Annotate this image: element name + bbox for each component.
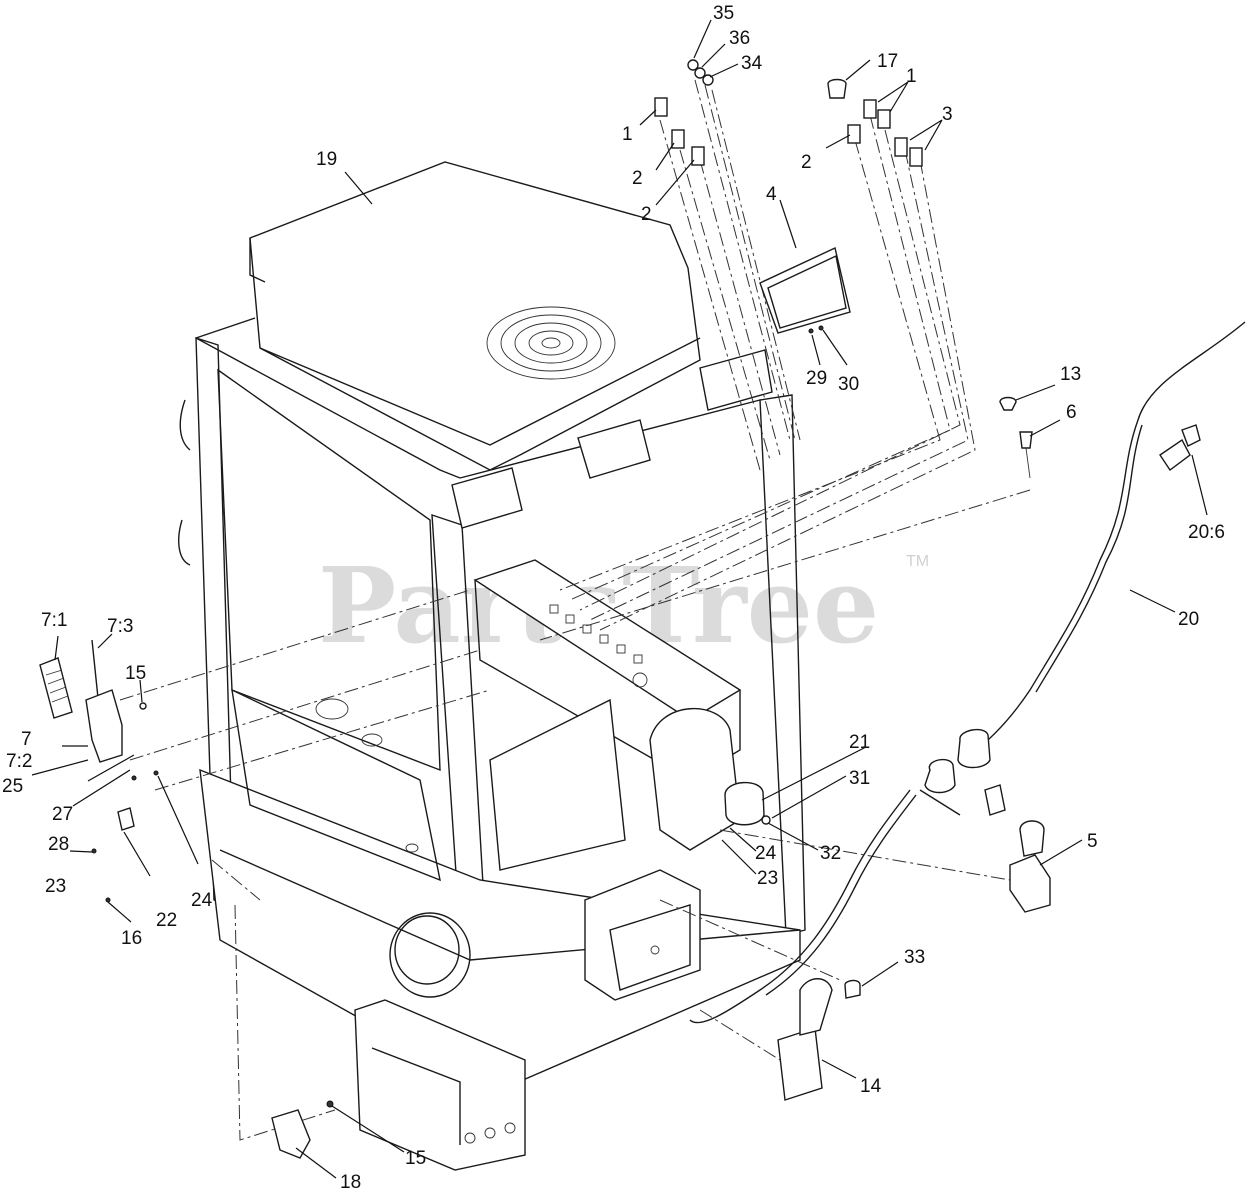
joystick-14	[777, 1027, 823, 1101]
module-4	[759, 247, 851, 334]
switch-1-left	[654, 97, 668, 117]
left-side-parts	[39, 639, 159, 903]
callout-17: 17	[877, 51, 898, 72]
callout-32: 32	[820, 843, 841, 864]
assembly-dash-lines	[119, 79, 1031, 1141]
knob-13	[999, 396, 1017, 411]
callout-7-3: 7:3	[107, 616, 133, 637]
leader-lines	[31, 19, 1208, 1179]
callout-3: 3	[942, 104, 953, 125]
callout-23-right: 23	[757, 868, 778, 889]
callout-6: 6	[1066, 402, 1077, 423]
callout-34: 34	[741, 53, 763, 74]
watermark-trademark: TM	[906, 553, 929, 570]
callout-36: 36	[729, 28, 750, 49]
callout-15-left: 15	[125, 663, 146, 684]
callout-labels: 35 36 34 17 1 3 1 2 2 2 19 4 29 30 13 6 …	[2, 3, 1225, 1193]
switch-1-right-b	[877, 109, 891, 129]
callout-22: 22	[156, 910, 177, 931]
knob-35	[687, 59, 699, 71]
wire-harness-20	[689, 321, 1246, 1024]
joystick-5	[1009, 854, 1051, 913]
switch-2-left-b	[691, 146, 705, 166]
callout-7-2: 7:2	[6, 751, 32, 772]
callout-33: 33	[904, 947, 925, 968]
antenna-unit-7	[85, 689, 123, 763]
callout-13: 13	[1060, 364, 1081, 385]
callout-16: 16	[121, 928, 142, 949]
switch-2-right	[847, 124, 861, 144]
callout-7: 7	[21, 729, 32, 750]
switch-parts-top	[654, 59, 1033, 479]
callout-28: 28	[48, 834, 69, 855]
switch-3-a	[894, 137, 908, 157]
plug-33	[844, 979, 861, 999]
knob-36	[694, 67, 706, 79]
switch-21	[724, 781, 765, 826]
callout-20: 20	[1178, 609, 1199, 630]
roof-assembly	[249, 161, 773, 529]
callout-30: 30	[838, 374, 859, 395]
callout-24-right: 24	[755, 843, 777, 864]
knob-34	[702, 74, 714, 86]
callout-7-1: 7:1	[41, 610, 67, 631]
cab-frame	[178, 317, 806, 1171]
callout-21: 21	[849, 732, 870, 753]
callout-4: 4	[766, 184, 777, 205]
callout-20-6: 20:6	[1188, 522, 1225, 543]
callout-15-bottom: 15	[405, 1148, 426, 1169]
callout-27: 27	[52, 804, 73, 825]
switch-3-b	[909, 147, 923, 167]
right-lower-parts	[271, 781, 1051, 1159]
callout-1-right: 1	[906, 66, 917, 87]
callout-23-left: 23	[45, 876, 66, 897]
switch-6	[1019, 431, 1033, 449]
callout-2-left-b: 2	[641, 204, 652, 225]
callout-2-right: 2	[801, 152, 812, 173]
relay-22	[117, 807, 135, 831]
switch-1-right-a	[863, 99, 877, 119]
callout-5: 5	[1087, 831, 1098, 852]
callout-14: 14	[860, 1076, 882, 1097]
callout-25: 25	[2, 776, 23, 797]
switch-2-left-a	[671, 129, 685, 149]
knob-17	[827, 78, 847, 99]
cover-7-1	[39, 657, 73, 719]
callout-2-left-a: 2	[632, 168, 643, 189]
bracket-18	[271, 1109, 311, 1159]
callout-31: 31	[849, 768, 870, 789]
callout-35: 35	[713, 3, 734, 24]
callout-18: 18	[340, 1172, 361, 1193]
callout-19: 19	[316, 149, 337, 170]
callout-1-left: 1	[622, 124, 633, 145]
callout-24-left: 24	[191, 890, 213, 911]
callout-29: 29	[806, 368, 827, 389]
